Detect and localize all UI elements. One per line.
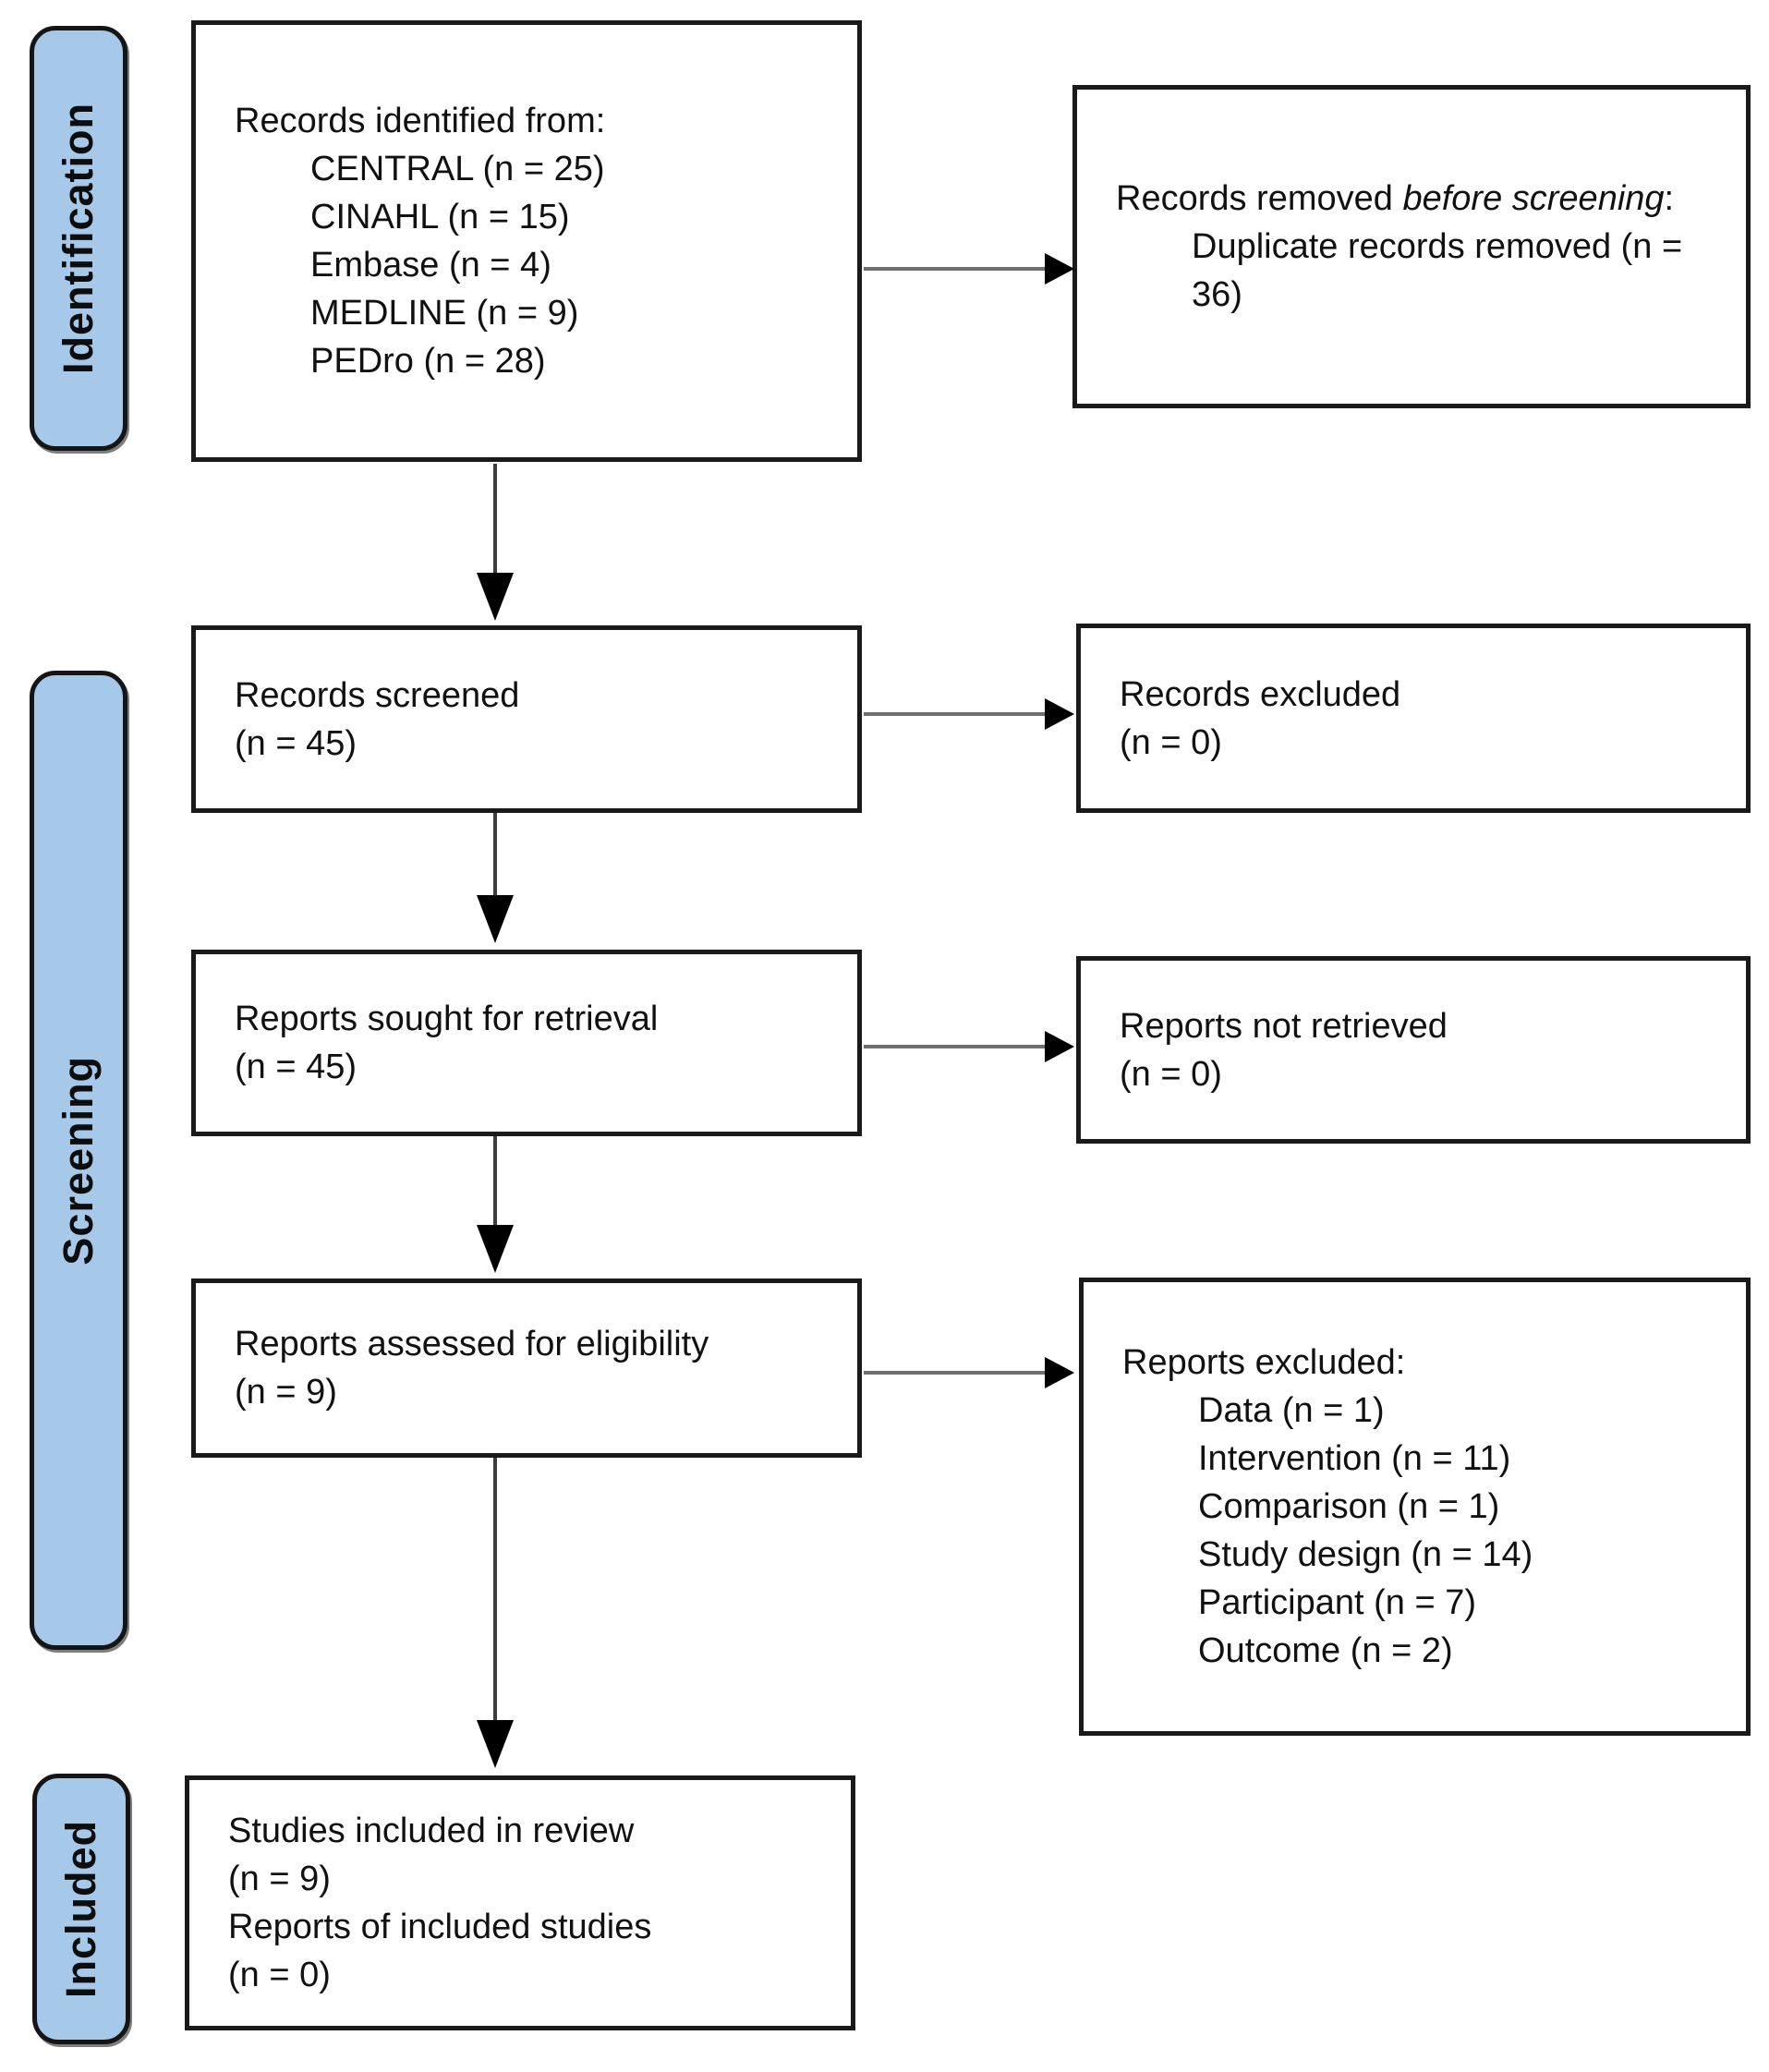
studies-included-count: (n = 9) [228, 1860, 331, 1898]
arrow-identified-to-screened-line [493, 464, 497, 575]
records-identified-item: Embase (n = 4) [310, 246, 551, 285]
arrow-screened-to-sought-line [493, 813, 497, 897]
reports-excluded-item: Participant (n = 7) [1198, 1583, 1476, 1622]
stage-tab-included-label: Included [57, 1819, 104, 1998]
records-identified-title: Records identified from: [235, 102, 606, 140]
records-identified-item: CENTRAL (n = 25) [310, 150, 605, 188]
records-removed-title-italic: before screening [1402, 179, 1665, 218]
reports-sought-line: Reports sought for retrieval [235, 1000, 659, 1038]
arrow-sought-to-not-retrieved-head-icon [1045, 1031, 1074, 1062]
box-records-identified: Records identified from: CENTRAL (n = 25… [191, 20, 862, 462]
reports-not-retrieved-line: Reports not retrieved [1120, 1006, 1448, 1046]
reports-excluded-item: Data (n = 1) [1198, 1391, 1385, 1430]
box-reports-not-retrieved: Reports not retrieved (n = 0) [1076, 956, 1751, 1144]
stage-tab-screening-label: Screening [55, 1055, 102, 1266]
records-screened-count: (n = 45) [235, 723, 357, 763]
studies-included-count2: (n = 0) [228, 1956, 331, 1994]
reports-assessed-count: (n = 9) [235, 1373, 337, 1412]
reports-assessed-line: Reports assessed for eligibility [235, 1325, 709, 1363]
studies-included-line2: Reports of included studies [228, 1908, 652, 1946]
records-removed-title: Records removed before screening: [1116, 179, 1675, 218]
stage-tab-included: Included [32, 1774, 130, 2044]
box-studies-included: Studies included in review (n = 9) Repor… [185, 1775, 855, 2030]
arrow-sought-to-not-retrieved-line [864, 1045, 1045, 1048]
box-reports-excluded: Reports excluded: Data (n = 1) Intervent… [1079, 1278, 1751, 1736]
reports-excluded-item: Study design (n = 14) [1198, 1535, 1533, 1574]
arrow-screened-to-sought-head-icon [477, 895, 514, 943]
arrow-screened-to-excluded-head-icon [1045, 698, 1074, 730]
records-removed-item: Duplicate records removed (n = 36) [1192, 227, 1683, 314]
box-reports-sought: Reports sought for retrieval (n = 45) [191, 950, 862, 1136]
records-screened-line: Records screened [235, 675, 520, 715]
arrow-identified-to-removed-line [864, 267, 1045, 271]
arrow-assessed-to-excluded-line [864, 1371, 1045, 1375]
studies-included-line: Studies included in review [228, 1811, 635, 1850]
reports-sought-count: (n = 45) [235, 1048, 357, 1086]
arrow-sought-to-assessed-head-icon [477, 1225, 514, 1273]
box-records-excluded: Records excluded (n = 0) [1076, 624, 1751, 813]
records-excluded-count: (n = 0) [1120, 722, 1222, 762]
stage-tab-identification-label: Identification [55, 103, 102, 374]
arrow-assessed-to-excluded-head-icon [1045, 1357, 1074, 1388]
arrow-assessed-to-included-line [493, 1458, 497, 1722]
stage-tab-identification: Identification [30, 26, 127, 451]
box-records-screened: Records screened (n = 45) [191, 625, 862, 813]
arrow-assessed-to-included-head-icon [477, 1720, 514, 1768]
records-identified-item: MEDLINE (n = 9) [310, 294, 579, 333]
arrow-identified-to-screened-head-icon [477, 573, 514, 621]
arrow-screened-to-excluded-line [864, 712, 1045, 716]
arrow-sought-to-assessed-line [493, 1136, 497, 1227]
records-identified-item: CINAHL (n = 15) [310, 198, 570, 236]
reports-excluded-title: Reports excluded: [1122, 1343, 1406, 1382]
reports-not-retrieved-count: (n = 0) [1120, 1054, 1222, 1094]
reports-excluded-item: Outcome (n = 2) [1198, 1631, 1453, 1670]
reports-excluded-item: Intervention (n = 11) [1198, 1439, 1511, 1478]
box-reports-assessed: Reports assessed for eligibility (n = 9) [191, 1278, 862, 1458]
records-identified-item: PEDro (n = 28) [310, 342, 546, 381]
records-excluded-line: Records excluded [1120, 674, 1401, 714]
reports-excluded-item: Comparison (n = 1) [1198, 1487, 1500, 1526]
arrow-identified-to-removed-head-icon [1045, 253, 1074, 285]
stage-tab-screening: Screening [30, 671, 127, 1650]
box-records-removed: Records removed before screening: Duplic… [1072, 85, 1751, 408]
